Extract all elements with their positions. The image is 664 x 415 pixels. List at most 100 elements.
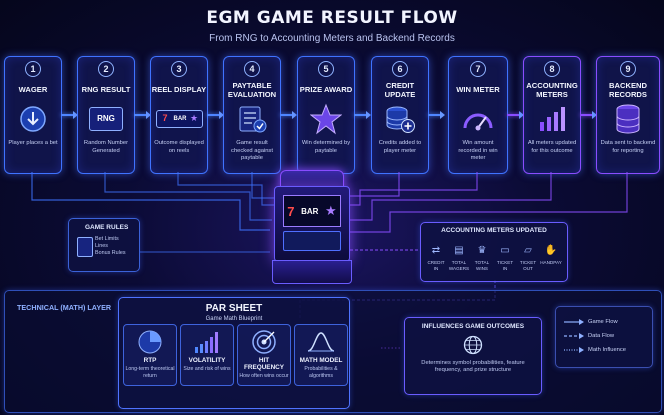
- flow-arrow: [580, 111, 597, 119]
- slot-machine: 7 BAR ★: [272, 170, 352, 284]
- dotted-arrow-icon: [564, 347, 584, 353]
- step-number: 9: [620, 61, 636, 77]
- flow-arrow: [280, 111, 297, 119]
- flow-arrow: [428, 111, 445, 119]
- solid-arrow-icon: [564, 319, 584, 325]
- meter-label: TOTAL WINS: [474, 260, 490, 271]
- step-desc: Data sent to backend for reporting: [600, 140, 656, 154]
- step-desc: Credits added to player meter: [378, 140, 422, 154]
- step-credit-update: 6 CREDIT UPDATE Credits added to player …: [371, 56, 429, 174]
- legend-item: Data Flow: [564, 329, 626, 343]
- step-title: ACCOUNTING METERS: [526, 80, 578, 99]
- reel-symbol: BAR: [173, 116, 187, 122]
- paytable-icon: [224, 101, 280, 137]
- accounting-meters-panel: ACCOUNTING METERS UPDATED ⇄CREDIT IN ▤TO…: [420, 222, 568, 282]
- trophy-icon: ♛: [477, 245, 487, 256]
- par-sheet-panel: PAR SHEET Game Math Blueprint RTP Long-t…: [118, 297, 350, 409]
- pie-chart-icon: [124, 329, 176, 355]
- legend-label: Math Influence: [588, 347, 627, 353]
- ticket-in-icon: ▭: [500, 245, 510, 256]
- coin-down-icon: [5, 101, 61, 137]
- volatility-bars-icon: [181, 329, 233, 355]
- par-card-rtp: RTP Long-term theoretical return: [123, 324, 177, 386]
- step-number: 6: [392, 61, 408, 77]
- gauge-icon: [449, 101, 507, 137]
- legend-label: Data Flow: [588, 333, 615, 339]
- globe-icon: [463, 335, 483, 360]
- par-card-hit-frequency: HIT FREQUENCY How often wins occur: [237, 324, 291, 386]
- step-number: 8: [544, 61, 560, 77]
- step-desc: Win amount recorded in win meter: [458, 140, 498, 161]
- bell-curve-icon: [295, 329, 347, 355]
- meter-label: TICKET OUT: [519, 260, 537, 271]
- legend-label: Game Flow: [588, 319, 618, 325]
- target-icon: [238, 329, 290, 355]
- step-title: BACKEND RECORDS: [609, 80, 647, 99]
- card-title: HIT FREQUENCY: [243, 357, 285, 371]
- flow-arrow: [507, 111, 524, 119]
- step-title: PAYTABLE EVALUATION: [227, 80, 277, 99]
- wagers-icon: ▤: [454, 245, 464, 256]
- meter-label: CREDIT IN: [427, 260, 445, 271]
- step-accounting-meters: 8 ACCOUNTING METERS All meters updated f…: [523, 56, 581, 174]
- step-number: 3: [171, 61, 187, 77]
- step-title: RNG RESULT: [81, 85, 131, 94]
- influences-desc: Determines symbol probabilities, feature…: [421, 360, 525, 373]
- card-desc: How often wins occur: [239, 373, 289, 379]
- meter-label: TICKET IN: [496, 260, 514, 271]
- reel-symbol: 7: [162, 113, 168, 123]
- game-rule-item: Lines: [95, 243, 108, 249]
- flow-arrow: [134, 111, 151, 119]
- database-icon: [597, 101, 659, 137]
- card-title: RTP: [143, 357, 157, 364]
- card-title: VOLATILITY: [188, 357, 226, 364]
- step-wager: 1 WAGER Player places a bet: [4, 56, 62, 174]
- step-title: WAGER: [18, 85, 48, 94]
- legend-panel: Game Flow Data Flow Math Influence: [555, 306, 653, 368]
- step-title: PRIZE AWARD: [299, 85, 353, 94]
- card-desc: Size and risk of wins: [183, 366, 231, 372]
- meter-label: TOTAL WAGERS: [448, 260, 470, 271]
- game-rules-panel: GAME RULES Bet Limits Lines Bonus Rules: [68, 218, 140, 272]
- flow-arrow: [61, 111, 78, 119]
- legend-item: Math Influence: [564, 343, 626, 357]
- reel-symbol: BAR: [301, 206, 319, 216]
- slot-screen: 7 BAR ★: [283, 195, 341, 227]
- reel-symbol: 7: [287, 203, 295, 219]
- step-backend-records: 9 BACKEND RECORDS Data sent to backend f…: [596, 56, 660, 174]
- rng-chip-icon: RNG: [78, 101, 134, 137]
- dashed-arrow-icon: [564, 333, 584, 339]
- ticket-out-icon: ▱: [524, 245, 532, 256]
- card-desc: Long-term theoretical return: [125, 366, 175, 379]
- accounting-title: ACCOUNTING METERS UPDATED: [441, 227, 547, 234]
- step-title: CREDIT UPDATE: [384, 80, 416, 99]
- legend-item: Game Flow: [564, 315, 626, 329]
- reel-symbol: ★: [189, 113, 199, 123]
- diagram-subtitle: From RNG to Accounting Meters and Backen…: [209, 33, 455, 44]
- rng-chip-label: RNG: [89, 107, 123, 131]
- step-paytable-evaluation: 4 PAYTABLE EVALUATION Game result checke…: [223, 56, 281, 174]
- step-rng-result: 2 RNG RESULT RNG Random Number Generated: [77, 56, 135, 174]
- influences-panel: INFLUENCES GAME OUTCOMES Determines symb…: [404, 317, 542, 395]
- par-sheet-subtitle: Game Math Blueprint: [205, 316, 263, 322]
- diagram-title: EGM GAME RESULT FLOW: [206, 8, 458, 28]
- game-rule-item: Bet Limits: [95, 236, 119, 242]
- step-title: WIN METER: [456, 85, 500, 94]
- step-number: 2: [98, 61, 114, 77]
- reel-symbol: ★: [325, 203, 337, 218]
- game-rule-item: Bonus Rules: [95, 250, 126, 256]
- meter-label: HANDPAY: [540, 260, 562, 265]
- par-sheet-title: PAR SHEET: [205, 303, 263, 314]
- coin-stack-icon: [372, 101, 428, 137]
- step-desc: Outcome displayed on reels: [154, 140, 204, 154]
- step-number: 7: [470, 61, 486, 77]
- game-rules-title: GAME RULES: [85, 224, 129, 231]
- slot-reels-icon: 7 BAR ★: [151, 101, 207, 137]
- step-desc: Game result checked against paytable: [231, 140, 273, 161]
- document-icon: [77, 237, 93, 257]
- step-desc: Player places a bet: [8, 140, 58, 146]
- step-number: 1: [25, 61, 41, 77]
- handpay-icon: ✋: [544, 245, 558, 256]
- bar-chart-icon: [524, 101, 580, 137]
- step-desc: Win determined by paytable: [301, 140, 351, 154]
